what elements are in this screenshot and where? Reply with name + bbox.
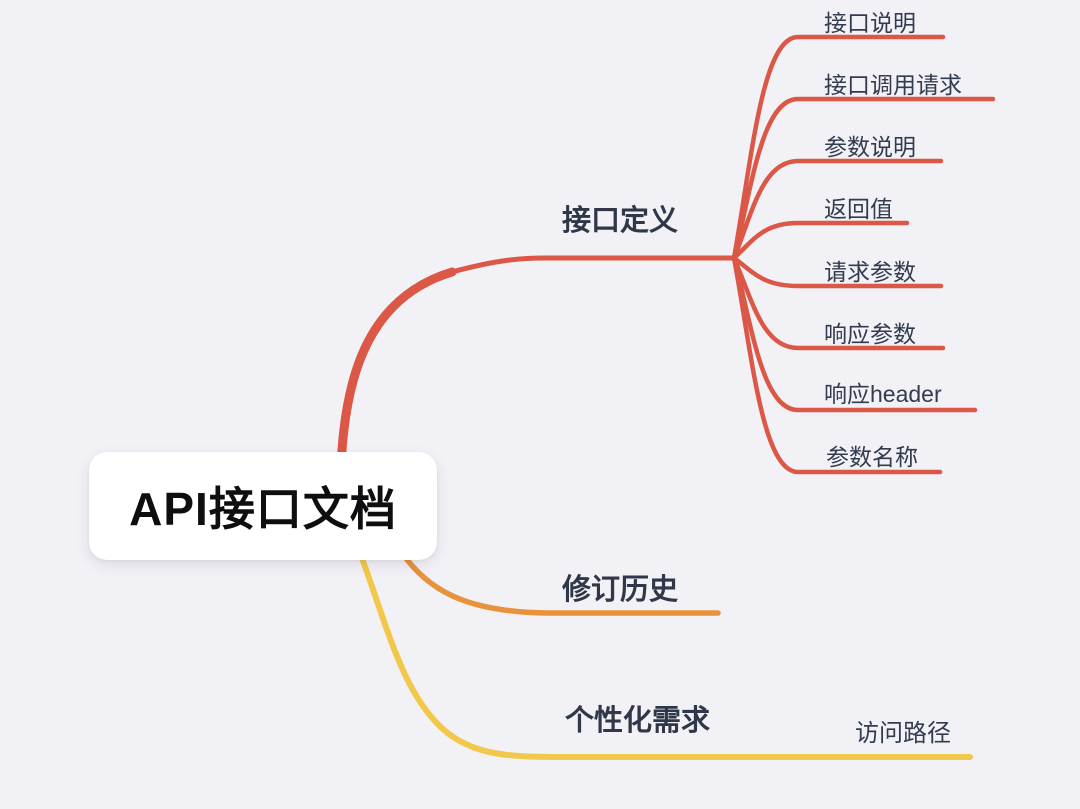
child-node-access-path[interactable]: 访问路径: [855, 720, 951, 747]
child-line-parameter-name: [731, 255, 943, 475]
branch-underline-interface-definition: [449, 255, 737, 275]
child-node-return-value[interactable]: 返回值: [824, 196, 893, 222]
child-node-parameter-description[interactable]: 参数说明: [824, 134, 916, 160]
topic-personalized-needs[interactable]: 个性化需求: [565, 705, 711, 737]
child-node-api-description[interactable]: 接口说明: [824, 10, 916, 36]
child-line-return-value: [731, 220, 910, 261]
child-line-api-call-request: [731, 96, 996, 261]
child-node-request-parameters[interactable]: 请求参数: [824, 259, 916, 285]
child-line-api-description: [731, 34, 946, 261]
child-line-request-parameters: [731, 255, 944, 289]
child-node-response-header[interactable]: 响应header: [824, 381, 942, 407]
topic-interface-definition[interactable]: 接口定义: [562, 205, 679, 237]
root-node[interactable]: API接口文档: [89, 452, 437, 560]
child-line-response-parameters: [731, 255, 946, 351]
branch-curve-revision-history: [397, 547, 721, 616]
child-node-api-call-request[interactable]: 接口调用请求: [824, 72, 962, 98]
branch-curve-personalized-needs: [356, 547, 973, 760]
topic-revision-history[interactable]: 修订历史: [562, 574, 679, 606]
child-line-parameter-description: [731, 158, 944, 261]
child-node-parameter-name[interactable]: 参数名称: [826, 444, 918, 470]
child-node-response-parameters[interactable]: 响应参数: [824, 321, 916, 347]
